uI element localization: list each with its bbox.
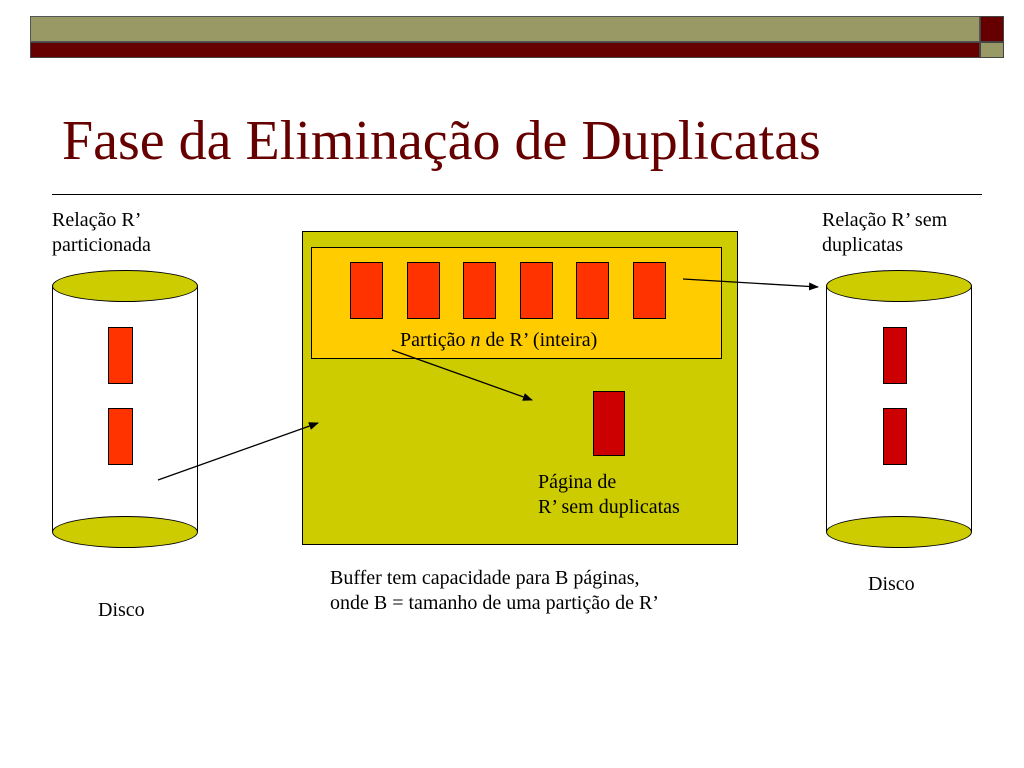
left-disk-label-line2: particionada [52,234,151,256]
slide-title: Fase da Eliminação de Duplicatas [62,110,821,172]
right-disk-page-2 [883,408,907,465]
header-bar-olive [30,16,980,42]
partition-label-pre: Partição [400,329,471,351]
arrow-buffer-to-disk [682,278,819,291]
header-corner-olive [980,42,1004,58]
left-disk-page-2 [108,408,133,465]
right-disk-bottom-cap [826,516,972,548]
partition-page-5 [576,262,609,319]
title-underline [52,194,982,195]
right-disk-label: Relação R’ sem duplicatas [822,208,947,258]
left-disk-caption: Disco [98,599,145,621]
arrow-disk-to-buffer [157,422,319,481]
header-bar-maroon [30,42,980,58]
partition-page-2 [407,262,440,319]
buffer-caption: Buffer tem capacidade para B páginas, on… [330,566,659,616]
buffer-caption-line1: Buffer tem capacidade para B páginas, [330,567,640,589]
header-corner-maroon [980,16,1004,42]
right-disk-page-1 [883,327,907,384]
partition-page-6 [633,262,666,319]
output-page [593,391,625,456]
left-disk-label-line1: Relação R’ [52,209,142,231]
right-disk-top-cap [826,270,972,302]
partition-label: Partição n de R’ (inteira) [400,328,597,353]
left-disk-top-cap [52,270,198,302]
partition-page-3 [463,262,496,319]
left-disk-label: Relação R’ particionada [52,208,151,258]
left-disk-bottom-cap [52,516,198,548]
arrow-partition-to-output [391,349,533,401]
right-disk-label-line1: Relação R’ sem [822,209,948,231]
right-disk-label-line2: duplicatas [822,234,904,256]
right-disk-caption: Disco [868,573,915,595]
partition-page-4 [520,262,553,319]
partition-label-post: de R’ (inteira) [480,329,598,351]
left-disk-page-1 [108,327,133,384]
buffer-caption-line2: onde B = tamanho de uma partição de R’ [330,592,659,614]
partition-label-n: n [470,329,481,351]
output-page-label: Página de R’ sem duplicatas [538,470,680,520]
output-page-label-line1: Página de [538,471,617,493]
output-page-label-line2: R’ sem duplicatas [538,496,680,518]
partition-page-1 [350,262,383,319]
